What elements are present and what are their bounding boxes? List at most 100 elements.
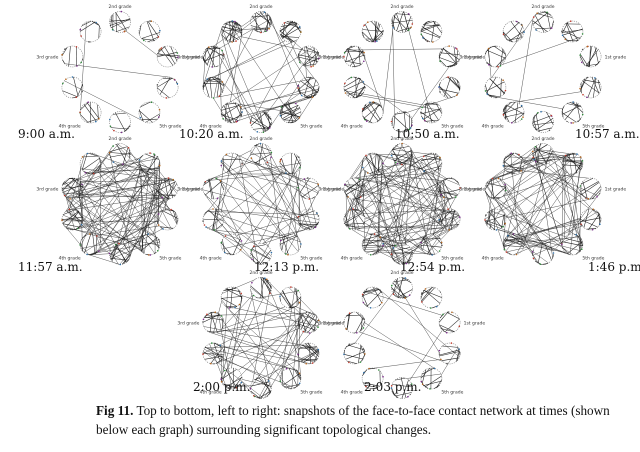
class-cluster	[390, 243, 414, 265]
class-cluster	[343, 177, 366, 200]
class-cluster	[361, 20, 384, 43]
inter-class-edges	[202, 278, 320, 399]
class-cluster	[391, 277, 413, 299]
grade-label: 1st grade	[323, 187, 345, 193]
grade-label: 2nd grade	[531, 4, 554, 10]
grade-label: 2nd grade	[390, 136, 413, 142]
grade-label: 1st grade	[464, 321, 486, 327]
class-cluster	[279, 233, 302, 256]
class-cluster	[202, 208, 225, 231]
grade-label: 4th grade	[200, 390, 222, 396]
figure-label: Fig 11.	[96, 403, 134, 418]
inter-class-edges	[484, 143, 602, 264]
class-cluster	[361, 367, 384, 390]
grade-label: 5th grade	[582, 124, 604, 130]
class-cluster	[109, 10, 131, 33]
class-cluster	[438, 177, 461, 200]
class-cluster	[297, 177, 320, 200]
grade-label: 5th grade	[441, 124, 463, 130]
grade-label: 3rd grade	[177, 321, 199, 327]
class-cluster	[249, 111, 272, 133]
class-cluster	[202, 311, 225, 334]
class-cluster	[420, 233, 443, 256]
class-cluster	[438, 342, 461, 365]
class-cluster	[61, 45, 84, 68]
class-cluster	[220, 367, 243, 390]
grade-label: 5th grade	[441, 390, 463, 396]
class-cluster	[343, 208, 366, 231]
grade-label: 2nd grade	[390, 4, 413, 10]
class-cluster	[532, 11, 554, 33]
grade-label: 4th grade	[200, 124, 222, 130]
grade-label: 1st grade	[464, 55, 486, 61]
class-cluster	[202, 342, 225, 365]
class-cluster	[420, 20, 443, 43]
class-cluster	[502, 233, 525, 256]
grade-label: 2nd grade	[249, 270, 272, 276]
figure-caption: Fig 11. Top to bottom, left to right: sn…	[96, 401, 616, 439]
class-cluster	[438, 311, 461, 334]
class-cluster	[502, 152, 525, 175]
class-cluster	[579, 208, 602, 231]
class-cluster	[250, 11, 272, 34]
grade-label: 3rd grade	[318, 55, 340, 61]
class-cluster	[297, 342, 320, 365]
grade-label: 4th grade	[482, 124, 504, 130]
inter-class-edges	[202, 11, 320, 133]
class-cluster	[438, 76, 461, 99]
class-cluster	[531, 243, 555, 265]
grade-label: 3rd grade	[177, 187, 199, 193]
class-cluster	[361, 152, 384, 175]
class-cluster	[202, 177, 225, 200]
grade-label: 2nd grade	[531, 136, 554, 142]
class-cluster	[390, 377, 413, 399]
class-cluster	[79, 101, 102, 124]
grade-label: 3rd grade	[177, 55, 199, 61]
class-cluster	[420, 101, 443, 124]
grade-label: 2nd grade	[249, 4, 272, 10]
class-cluster	[202, 76, 225, 99]
class-cluster	[579, 177, 602, 200]
grade-label: 1st grade	[323, 321, 345, 327]
class-cluster	[61, 76, 84, 99]
grade-label: 3rd grade	[36, 55, 58, 61]
class-cluster	[579, 76, 602, 99]
class-cluster	[391, 11, 414, 33]
class-cluster	[61, 177, 84, 200]
class-cluster	[250, 142, 273, 165]
grade-label: 5th grade	[159, 256, 181, 262]
class-cluster	[484, 45, 507, 68]
panel-3: 2nd grade 1st grade 5th grade 4th grade 3rd …	[318, 4, 485, 138]
grade-label: 4th grade	[341, 124, 363, 130]
grade-label: 5th grade	[582, 256, 604, 262]
class-cluster	[502, 101, 525, 124]
time-label-10: 2:03 p.m.	[364, 380, 422, 394]
class-cluster	[220, 233, 243, 256]
network-graph-3: 2nd grade 1st grade 5th grade 4th grade 3rd …	[318, 4, 485, 133]
class-cluster	[343, 45, 366, 68]
grade-label: 2nd grade	[108, 4, 131, 10]
grade-label: 2nd grade	[390, 270, 413, 276]
grade-label: 2nd grade	[249, 136, 272, 142]
class-cluster	[438, 208, 461, 231]
class-cluster	[156, 177, 179, 200]
class-cluster	[220, 20, 243, 43]
time-label-5: 11:57 a.m.	[18, 260, 83, 274]
class-cluster	[61, 208, 84, 231]
class-cluster	[250, 277, 272, 299]
class-cluster	[156, 45, 179, 68]
class-cluster	[220, 286, 243, 309]
grade-label: 3rd grade	[36, 187, 58, 193]
inter-class-edges	[202, 143, 320, 265]
time-label-1: 9:00 a.m.	[18, 127, 75, 141]
